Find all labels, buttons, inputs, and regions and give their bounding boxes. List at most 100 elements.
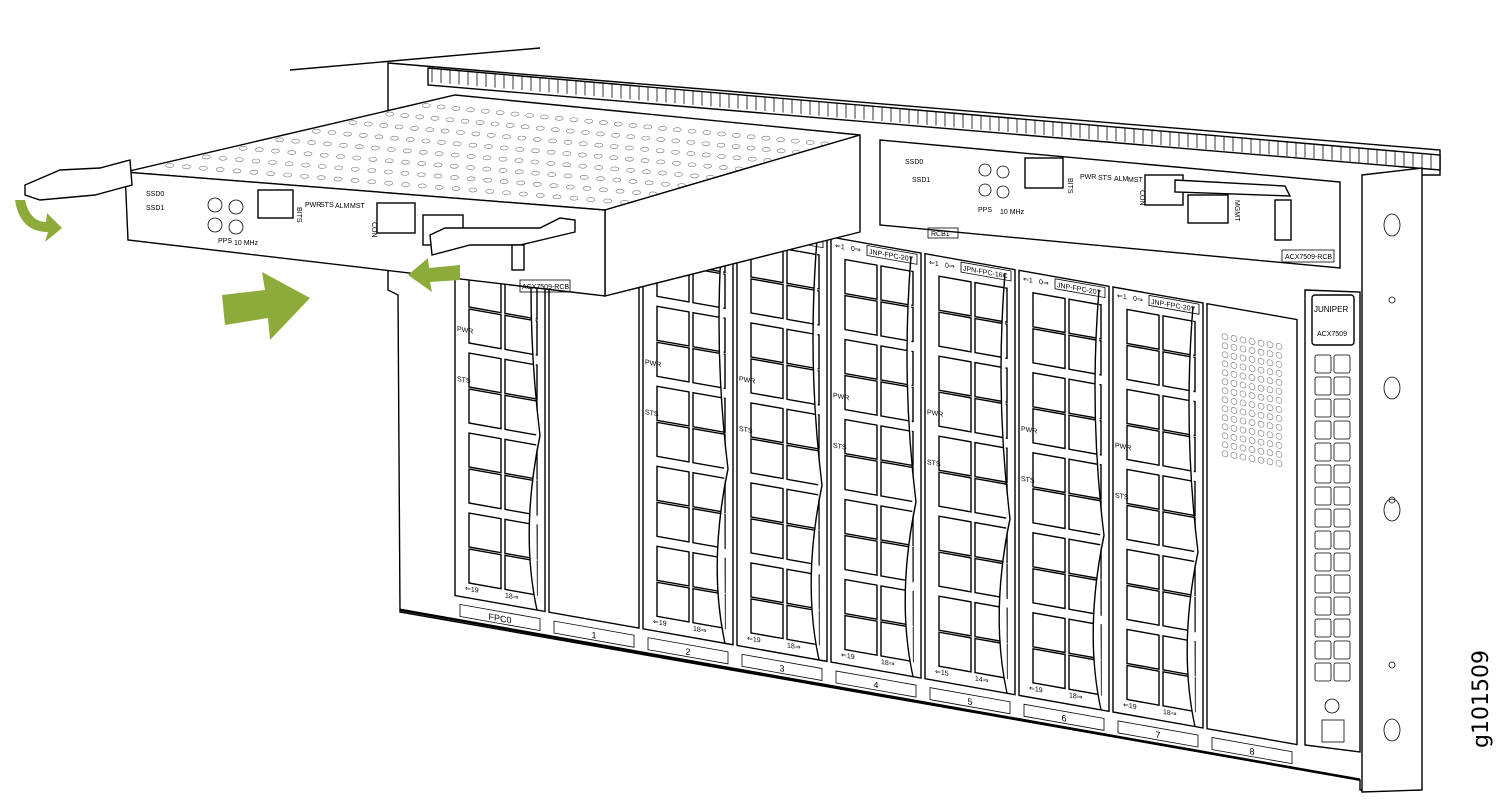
sfp-port[interactable] bbox=[750, 562, 784, 604]
sfp-port[interactable] bbox=[1068, 334, 1102, 376]
sfp-port[interactable] bbox=[1126, 388, 1160, 430]
sfp-port[interactable] bbox=[844, 534, 878, 577]
sfp-port[interactable] bbox=[1126, 468, 1160, 510]
sfp-port[interactable] bbox=[1032, 372, 1066, 414]
sfp-port[interactable] bbox=[974, 397, 1008, 440]
sfp-port[interactable] bbox=[750, 358, 784, 400]
sfp-port[interactable] bbox=[1068, 654, 1102, 696]
sfp-port[interactable] bbox=[1032, 452, 1066, 494]
sfp-port[interactable] bbox=[504, 554, 538, 596]
sfp-port[interactable] bbox=[656, 545, 690, 587]
sfp-port[interactable] bbox=[1032, 292, 1066, 334]
sfp-port[interactable] bbox=[656, 421, 690, 463]
sfp-port[interactable] bbox=[656, 305, 690, 347]
sfp-port[interactable] bbox=[786, 284, 820, 326]
sfp-port[interactable] bbox=[750, 482, 784, 524]
sfp-port[interactable] bbox=[938, 435, 972, 477]
sfp-port[interactable] bbox=[656, 465, 690, 507]
sfp-port[interactable] bbox=[692, 311, 726, 354]
ejector-lever[interactable] bbox=[716, 222, 729, 644]
sfp-port[interactable] bbox=[468, 512, 502, 554]
sfp-port[interactable] bbox=[880, 541, 914, 583]
sfp-port[interactable] bbox=[692, 391, 726, 434]
sfp-port[interactable] bbox=[1126, 504, 1160, 546]
sfp-port[interactable] bbox=[938, 631, 972, 673]
sfp-port[interactable] bbox=[1068, 494, 1102, 536]
sfp-port[interactable] bbox=[880, 425, 914, 467]
sfp-port[interactable] bbox=[880, 461, 914, 503]
sfp-port[interactable] bbox=[786, 408, 820, 450]
sfp-port[interactable] bbox=[1032, 328, 1066, 370]
sfp-port[interactable] bbox=[1162, 511, 1196, 553]
sfp-port[interactable] bbox=[504, 314, 538, 356]
ejector-lever[interactable] bbox=[429, 217, 576, 256]
sfp-port[interactable] bbox=[1162, 351, 1196, 393]
sfp-port[interactable] bbox=[974, 361, 1008, 404]
sfp-port[interactable] bbox=[1032, 532, 1066, 574]
sfp-port[interactable] bbox=[656, 341, 690, 383]
sfp-port[interactable] bbox=[974, 557, 1008, 600]
sfp-port[interactable] bbox=[750, 402, 784, 444]
sfp-port[interactable] bbox=[468, 432, 502, 474]
sfp-port[interactable] bbox=[938, 551, 972, 593]
sfp-port[interactable] bbox=[1032, 488, 1066, 530]
sfp-port[interactable] bbox=[880, 301, 914, 343]
sfp-port[interactable] bbox=[1032, 648, 1066, 690]
sfp-port[interactable] bbox=[1068, 414, 1102, 456]
sfp-port[interactable] bbox=[844, 294, 878, 337]
sfp-port[interactable] bbox=[1032, 612, 1066, 654]
sfp-port[interactable] bbox=[1068, 378, 1102, 420]
sfp-port[interactable] bbox=[974, 521, 1008, 564]
rcb-module-pulled[interactable]: SSD0 SSD1 PPS 10 MHz BITS PWR STS ALM MS… bbox=[24, 94, 861, 297]
sfp-port[interactable] bbox=[468, 468, 502, 510]
sfp-port[interactable] bbox=[468, 308, 502, 350]
sfp-port[interactable] bbox=[750, 278, 784, 320]
sfp-port[interactable] bbox=[750, 518, 784, 560]
sfp-port[interactable] bbox=[938, 355, 972, 397]
sfp-port[interactable] bbox=[1162, 315, 1196, 357]
sfp-port[interactable] bbox=[656, 385, 690, 427]
sfp-port[interactable] bbox=[786, 524, 820, 566]
sfp-port[interactable] bbox=[844, 258, 878, 301]
sfp-port[interactable] bbox=[786, 604, 820, 646]
sfp-port[interactable] bbox=[844, 578, 878, 621]
ejector-handle[interactable] bbox=[1174, 179, 1292, 197]
sfp-port[interactable] bbox=[880, 265, 914, 307]
sfp-port[interactable] bbox=[1162, 395, 1196, 437]
ejector-lever[interactable] bbox=[1186, 305, 1199, 727]
sfp-port[interactable] bbox=[504, 394, 538, 436]
sfp-port[interactable] bbox=[1126, 308, 1160, 350]
sfp-port[interactable] bbox=[938, 275, 972, 317]
sfp-port[interactable] bbox=[844, 498, 878, 541]
ejector-lever[interactable] bbox=[810, 239, 823, 661]
sfp-port[interactable] bbox=[656, 581, 690, 623]
sfp-port[interactable] bbox=[844, 418, 878, 461]
sfp-port[interactable] bbox=[844, 338, 878, 381]
sfp-port[interactable] bbox=[692, 507, 726, 550]
sfp-port[interactable] bbox=[1068, 458, 1102, 500]
sfp-port[interactable] bbox=[1126, 664, 1160, 706]
sfp-port[interactable] bbox=[1126, 584, 1160, 626]
sfp-port[interactable] bbox=[504, 474, 538, 516]
left-ejector-handle[interactable] bbox=[24, 159, 133, 201]
sfp-port[interactable] bbox=[1032, 568, 1066, 610]
sfp-port[interactable] bbox=[1068, 298, 1102, 340]
sfp-port[interactable] bbox=[656, 501, 690, 543]
sfp-port[interactable] bbox=[504, 438, 538, 480]
sfp-port[interactable] bbox=[880, 505, 914, 547]
sfp-port[interactable] bbox=[1162, 591, 1196, 633]
sfp-port[interactable] bbox=[692, 471, 726, 514]
sfp-port[interactable] bbox=[750, 322, 784, 364]
sfp-port[interactable] bbox=[1032, 408, 1066, 450]
sfp-port[interactable] bbox=[844, 454, 878, 497]
sfp-port[interactable] bbox=[938, 391, 972, 433]
sfp-port[interactable] bbox=[468, 548, 502, 590]
ejector-lever[interactable] bbox=[904, 255, 917, 677]
sfp-port[interactable] bbox=[1126, 548, 1160, 590]
sfp-port[interactable] bbox=[974, 317, 1008, 360]
sfp-port[interactable] bbox=[974, 477, 1008, 520]
sfp-port[interactable] bbox=[786, 328, 820, 370]
sfp-port[interactable] bbox=[1068, 538, 1102, 580]
sfp-port[interactable] bbox=[692, 267, 726, 310]
sfp-port[interactable] bbox=[974, 637, 1008, 680]
